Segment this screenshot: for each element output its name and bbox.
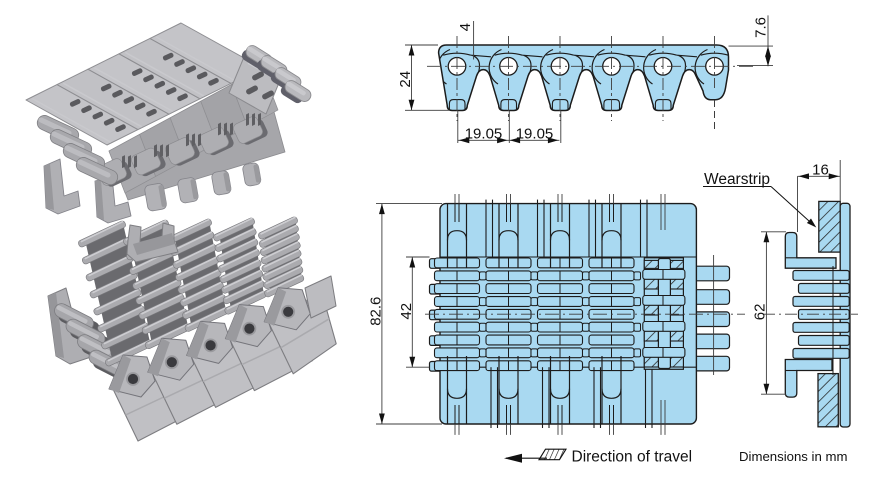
- svg-text:19.05: 19.05: [465, 126, 503, 143]
- svg-text:42: 42: [398, 303, 415, 320]
- svg-text:7.6: 7.6: [753, 17, 770, 38]
- svg-text:19.05: 19.05: [516, 126, 554, 143]
- svg-text:Direction of travel: Direction of travel: [572, 449, 693, 466]
- svg-text:62: 62: [752, 304, 769, 321]
- svg-text:82.6: 82.6: [368, 297, 385, 326]
- svg-text:4: 4: [457, 23, 474, 31]
- svg-text:16: 16: [812, 161, 829, 178]
- svg-text:Wearstrip: Wearstrip: [704, 171, 770, 188]
- svg-text:Dimensions in mm: Dimensions in mm: [739, 449, 847, 464]
- svg-text:24: 24: [397, 71, 414, 88]
